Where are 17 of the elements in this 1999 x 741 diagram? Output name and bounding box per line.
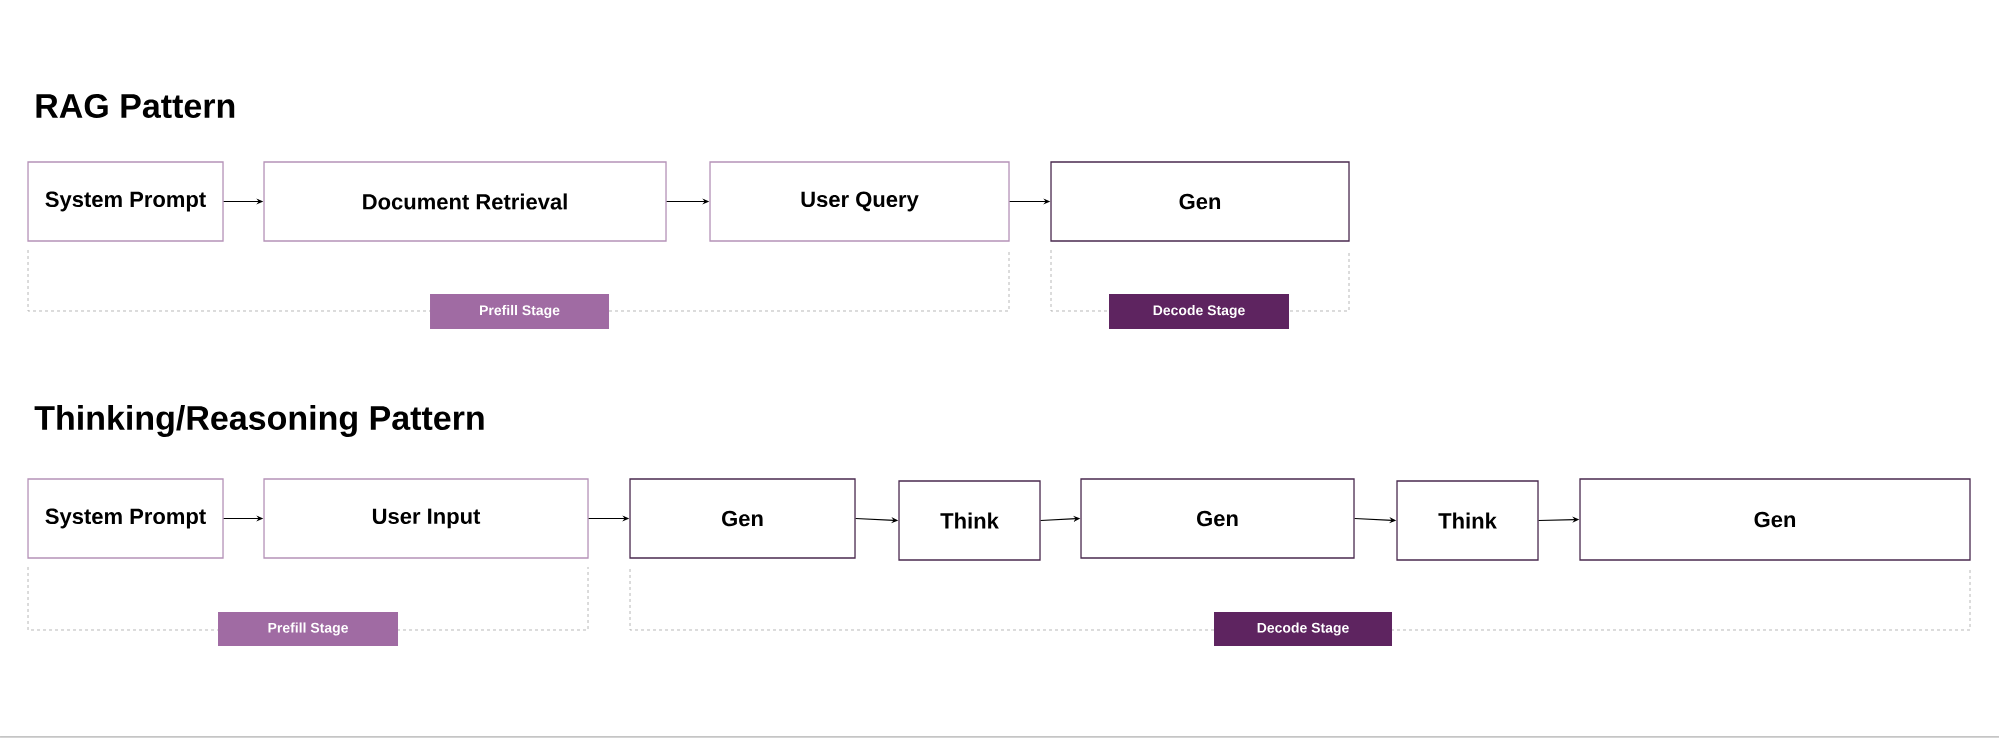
process-box: Think [1396, 480, 1539, 561]
stage-badge: Decode Stage [1214, 612, 1392, 646]
process-box: Gen [1579, 478, 1971, 561]
process-box: Document Retrieval [263, 161, 667, 242]
process-box: Think [898, 480, 1041, 561]
stage-badge: Prefill Stage [218, 612, 398, 646]
process-box: Gen [629, 478, 856, 559]
section-title: Thinking/Reasoning Pattern [34, 405, 484, 437]
process-box: Gen [1050, 161, 1350, 242]
process-box: System Prompt [27, 161, 224, 242]
stage-badge: Prefill Stage [430, 294, 609, 329]
process-box: System Prompt [27, 478, 224, 559]
process-box: User Query [709, 161, 1010, 242]
process-box: Gen [1080, 478, 1355, 559]
stage-badge: Decode Stage [1109, 294, 1289, 329]
section-title: RAG Pattern [36, 93, 235, 118]
process-box: User Input [263, 478, 589, 559]
